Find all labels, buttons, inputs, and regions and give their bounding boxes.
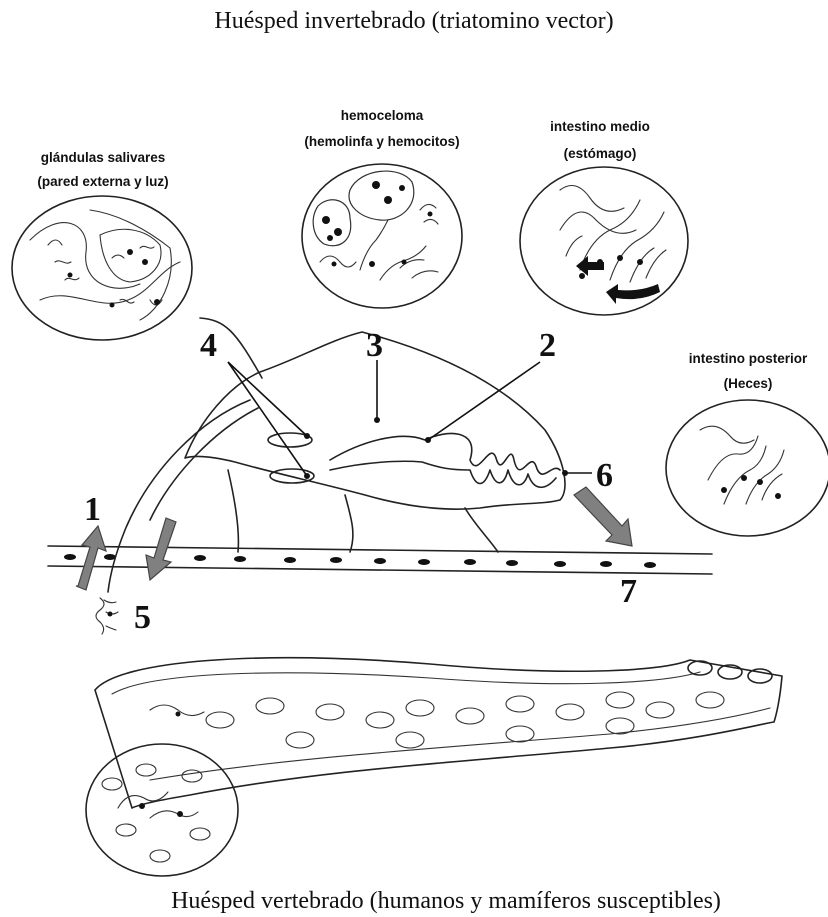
- arrow-1: [76, 526, 106, 590]
- hindgut-inset: [666, 400, 828, 536]
- svg-text:(Heces): (Heces): [724, 376, 773, 391]
- title-invertebrate-host: Huésped invertebrado (triatomino vector): [214, 8, 613, 34]
- svg-text:intestino medio: intestino medio: [550, 119, 650, 134]
- svg-text:(hemolinfa y hemocitos): (hemolinfa y hemocitos): [304, 134, 459, 149]
- salivary-gland-inset: [12, 196, 192, 340]
- label-hindgut: intestino posterior (Heces): [689, 351, 808, 391]
- label-hemocoel: hemoceloma (hemolinfa y hemocitos): [304, 108, 459, 149]
- label-number-5: 5: [134, 599, 151, 636]
- svg-text:(estómago): (estómago): [564, 146, 637, 161]
- label-number-2: 2: [539, 327, 556, 364]
- label-midgut: intestino medio (estómago): [550, 119, 650, 161]
- svg-text:intestino posterior: intestino posterior: [689, 351, 808, 366]
- skin-entry-parasite: [96, 598, 118, 634]
- midgut-inset: [520, 167, 688, 315]
- label-number-4: 4: [200, 327, 217, 364]
- label-number-3: 3: [366, 327, 383, 364]
- svg-text:(pared externa y luz): (pared externa y luz): [37, 174, 168, 189]
- label-number-1: 1: [84, 491, 101, 528]
- infected-cell-bubble: [86, 744, 238, 876]
- title-vertebrate-host: Huésped vertebrado (humanos y mamíferos …: [171, 888, 721, 914]
- vertebrate-blood-vessel: [95, 658, 782, 808]
- svg-text:hemoceloma: hemoceloma: [341, 108, 424, 123]
- hemocoel-inset: [302, 164, 462, 308]
- label-number-7: 7: [620, 573, 637, 610]
- label-number-6: 6: [596, 457, 613, 494]
- svg-text:glándulas salivares: glándulas salivares: [41, 150, 166, 165]
- label-salivary-glands: glándulas salivares (pared externa y luz…: [37, 150, 168, 189]
- arrow-7: [574, 487, 632, 546]
- arrow-5: [146, 518, 176, 580]
- triatomine-insect: [108, 318, 565, 592]
